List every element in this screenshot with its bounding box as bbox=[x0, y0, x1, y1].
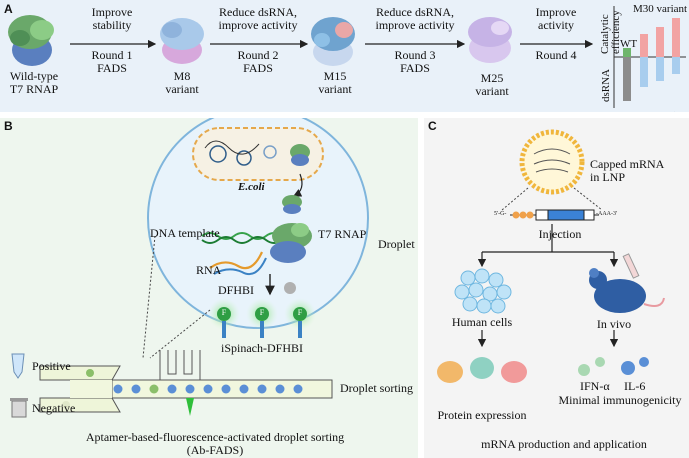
fluor-label-1: F bbox=[221, 308, 227, 317]
lnp-icon bbox=[519, 129, 585, 195]
capped-mrna-label-2: in LNP bbox=[590, 170, 626, 184]
wildtype-label-1: Wild-type bbox=[9, 69, 59, 83]
round4-goal-1: Improve bbox=[535, 5, 577, 19]
rna-label: RNA bbox=[196, 263, 222, 277]
droplet-label: Droplet bbox=[378, 237, 415, 251]
m30-chart bbox=[613, 6, 686, 108]
chart-title: M30 variant bbox=[633, 3, 688, 15]
aptamer-3-icon bbox=[284, 298, 316, 338]
panel-a-graphics bbox=[8, 6, 686, 112]
variant-efficiency-bar bbox=[672, 18, 680, 57]
mouse-icon bbox=[589, 268, 665, 313]
round1-goal-1: Improve bbox=[91, 5, 133, 19]
round3-method: FADS bbox=[400, 61, 430, 75]
negative-label: Negative bbox=[32, 401, 76, 415]
round4-label: Round 4 bbox=[535, 48, 577, 62]
abfads-caption-1: Aptamer-based-fluorescence-activated dro… bbox=[85, 430, 345, 444]
panel-b: B E.coli DNA template T7 RNAP Droplet RN… bbox=[0, 118, 418, 458]
injection-label: Injection bbox=[538, 227, 582, 241]
ispinach-label: iSpinach-DFHBI bbox=[221, 341, 303, 355]
m25-protein-icon bbox=[468, 17, 512, 63]
panel-c-caption: mRNA production and application bbox=[481, 437, 647, 451]
in-vivo-label: In vivo bbox=[596, 317, 632, 331]
negative-trash-icon bbox=[10, 398, 28, 418]
dsrna-axis-label: dsRNA bbox=[600, 68, 612, 102]
minimal-immunogenicity-label: Minimal immunogenicity bbox=[558, 393, 682, 407]
round2-goal-1: Reduce dsRNA, bbox=[219, 5, 297, 19]
mrna-construct bbox=[510, 209, 599, 221]
panel-a-letter: A bbox=[4, 2, 13, 16]
positive-tube-icon bbox=[11, 353, 25, 379]
abfads-caption-2: (Ab-FADS) bbox=[186, 443, 244, 457]
round3-goal-2: improve activity bbox=[375, 18, 455, 32]
il6-label: IL-6 bbox=[624, 379, 646, 393]
m8-protein-icon bbox=[160, 18, 204, 64]
panel-b-graphics bbox=[10, 118, 369, 418]
wildtype-protein-icon bbox=[8, 15, 54, 66]
wt-efficiency-bar bbox=[623, 48, 631, 57]
variant-efficiency-bar bbox=[656, 27, 664, 57]
protein-expression-label: Protein expression bbox=[437, 408, 527, 422]
round1-goal-2: stability bbox=[92, 18, 132, 32]
panel-c-letter: C bbox=[428, 119, 437, 133]
dfhbi-label: DFHBI bbox=[218, 283, 255, 297]
round2-goal-2: improve activity bbox=[218, 18, 298, 32]
t7-rnap-icon bbox=[270, 223, 312, 263]
m25-label-2: variant bbox=[475, 84, 509, 98]
fluor-label-2: F bbox=[259, 308, 265, 317]
small-rnap-icon bbox=[282, 195, 302, 214]
m8-label-2: variant bbox=[165, 82, 199, 96]
protein-expression-icon bbox=[437, 357, 527, 383]
capped-mrna-label-1: Capped mRNA bbox=[590, 157, 665, 171]
dfhbi-molecule bbox=[284, 282, 296, 294]
human-cells-icon bbox=[454, 268, 512, 314]
ecoli-label: E.coli bbox=[238, 181, 265, 193]
round1-method: FADS bbox=[97, 61, 127, 75]
aptamer-2-icon bbox=[246, 298, 278, 338]
round2-method: FADS bbox=[243, 61, 273, 75]
m15-protein-icon bbox=[311, 17, 355, 66]
round3-goal-1: Reduce dsRNA, bbox=[376, 5, 454, 19]
cytokine-icons bbox=[578, 357, 649, 376]
wt-label: WT bbox=[620, 38, 638, 50]
rna-strand bbox=[209, 251, 264, 270]
sorting-chip bbox=[39, 350, 333, 416]
m15-label-1: M15 bbox=[323, 69, 347, 83]
t7-rnap-label: T7 RNAP bbox=[318, 227, 367, 241]
variant-dsrna-bar bbox=[656, 57, 664, 81]
variant-efficiency-bar bbox=[640, 34, 648, 57]
aptamer-1-icon bbox=[208, 298, 240, 338]
round3-label: Round 3 bbox=[394, 48, 436, 62]
panel-a: A Wild-type T7 RNAP Improve stability Ro… bbox=[0, 0, 689, 112]
panel-b-letter: B bbox=[4, 119, 13, 133]
ecoli-cell-icon bbox=[192, 127, 324, 181]
dna-template-label: DNA template bbox=[150, 226, 220, 240]
wildtype-label-2: T7 RNAP bbox=[9, 82, 59, 96]
m15-label-2: variant bbox=[318, 82, 352, 96]
positive-label: Positive bbox=[32, 359, 71, 373]
round4-goal-2: activity bbox=[538, 18, 574, 32]
fluor-label-3: F bbox=[297, 308, 303, 317]
ifn-label: IFN-α bbox=[580, 379, 610, 393]
panel-c-graphics bbox=[437, 129, 665, 383]
variant-dsrna-bar bbox=[672, 57, 680, 74]
panel-c: C Capped mRNA in LNP 5'-G- -AAA-3' Injec… bbox=[424, 118, 689, 458]
round2-label: Round 2 bbox=[237, 48, 279, 62]
variant-dsrna-bar bbox=[640, 57, 648, 87]
round1-label: Round 1 bbox=[91, 48, 133, 62]
human-cells-label: Human cells bbox=[451, 315, 513, 329]
m25-label-1: M25 bbox=[480, 71, 504, 85]
m8-label-1: M8 bbox=[173, 69, 191, 83]
construct-5prime: 5'-G- bbox=[494, 211, 507, 217]
droplet-sorting-label: Droplet sorting bbox=[340, 381, 413, 395]
syringe-icon bbox=[622, 253, 640, 279]
wt-dsrna-bar bbox=[623, 57, 631, 101]
construct-3prime: -AAA-3' bbox=[596, 211, 618, 217]
